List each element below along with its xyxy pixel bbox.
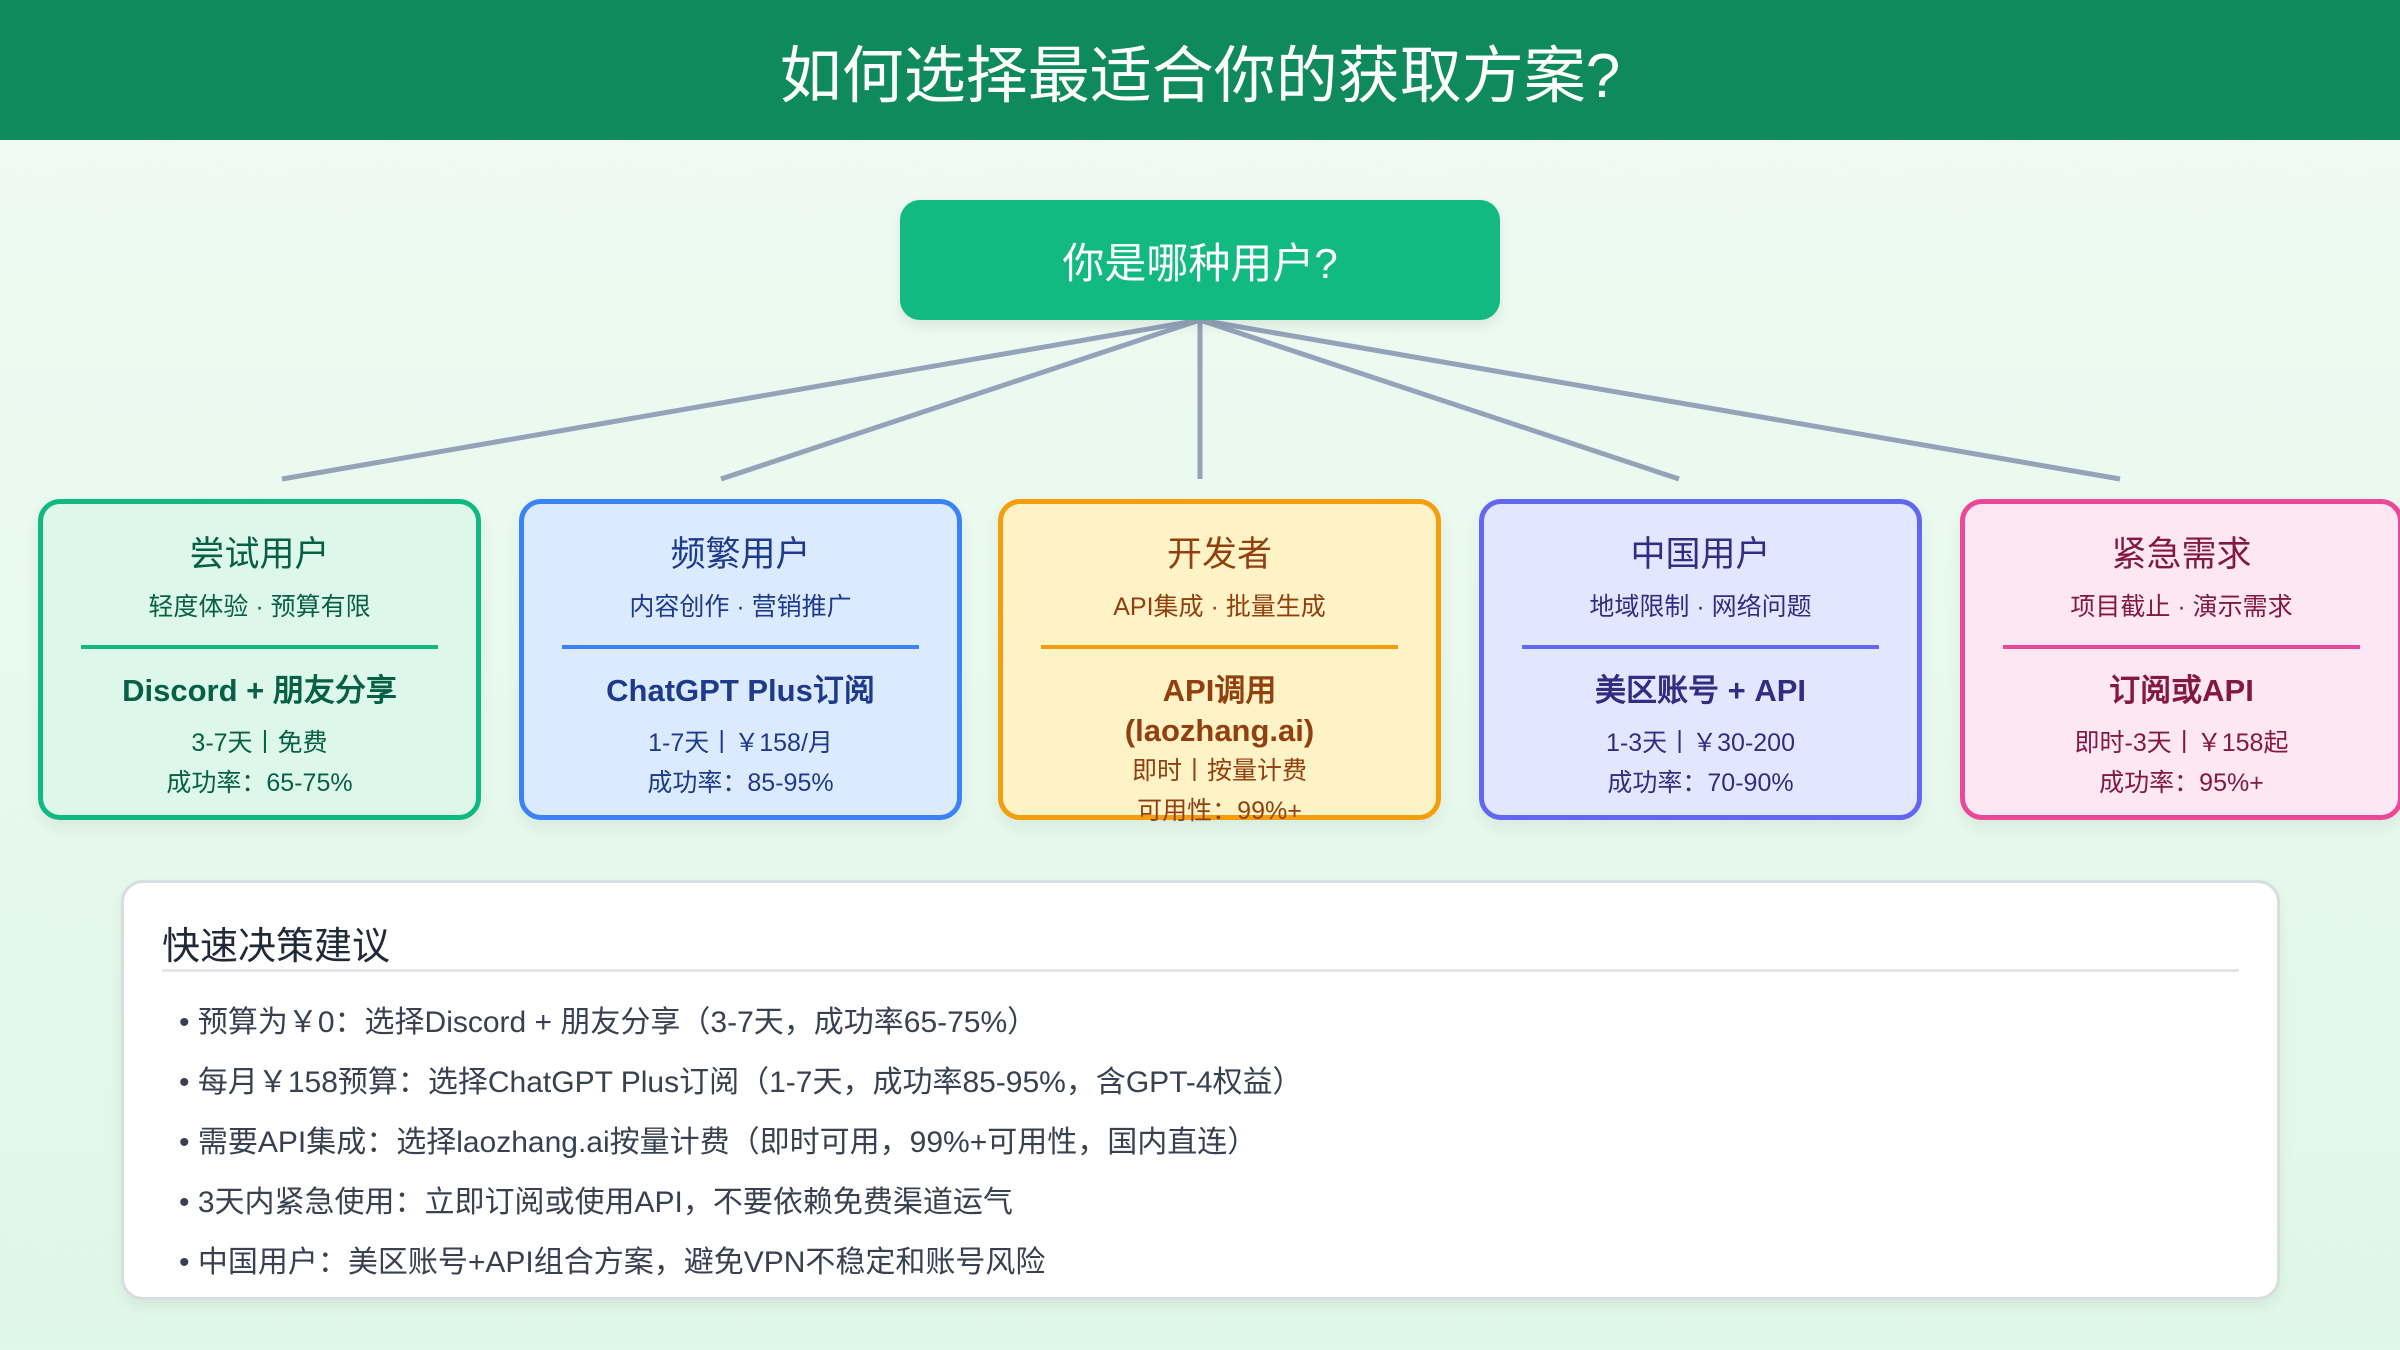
- card-divider: [1041, 645, 1398, 649]
- card-title: 紧急需求: [2111, 535, 2252, 574]
- card-time-cost: 3-7天丨免费: [191, 729, 328, 757]
- card-method: 订阅或API: [2109, 673, 2254, 708]
- suggestion-list: 预算为￥0：选择Discord + 朋友分享（3-7天，成功率65-75%） 每…: [179, 1001, 1303, 1301]
- user-type-card: 尝试用户 轻度体验 · 预算有限 Discord + 朋友分享 3-7天丨免费 …: [38, 499, 481, 820]
- card-time-cost: 1-3天丨￥30-200: [1606, 729, 1795, 757]
- card-success-rate: 可用性：99%+: [1137, 797, 1302, 825]
- user-type-card: 频繁用户 内容创作 · 营销推广 ChatGPT Plus订阅 1-7天丨￥15…: [519, 499, 962, 820]
- panel-title: 快速决策建议: [162, 926, 391, 968]
- card-divider: [1522, 645, 1879, 649]
- connector-line: [281, 317, 1201, 482]
- list-item: 3天内紧急使用：立即订阅或使用API，不要依赖免费渠道运气: [179, 1181, 1303, 1241]
- list-item: 预算为￥0：选择Discord + 朋友分享（3-7天，成功率65-75%）: [179, 1001, 1303, 1061]
- card-method-detail: (laozhang.ai): [1124, 713, 1315, 748]
- card-title: 中国用户: [1630, 535, 1771, 574]
- card-success-rate: 成功率：70-90%: [1607, 769, 1794, 797]
- card-title: 开发者: [1166, 535, 1272, 574]
- card-time-cost: 即时丨按量计费: [1131, 757, 1307, 785]
- quick-decision-panel: 快速决策建议 预算为￥0：选择Discord + 朋友分享（3-7天，成功率65…: [121, 880, 2280, 1300]
- user-type-card: 开发者 API集成 · 批量生成 API调用 (laozhang.ai) 即时丨…: [998, 499, 1441, 825]
- root-question-node: 你是哪种用户?: [900, 200, 1500, 320]
- card-divider: [81, 645, 438, 649]
- card-subtitle: 项目截止 · 演示需求: [2070, 593, 2293, 621]
- card-success-rate: 成功率：65-75%: [166, 769, 353, 797]
- card-subtitle: 地域限制 · 网络问题: [1589, 593, 1812, 621]
- card-method: Discord + 朋友分享: [122, 673, 397, 708]
- user-type-card: 紧急需求 项目截止 · 演示需求 订阅或API 即时-3天丨￥158起 成功率：…: [1960, 499, 2400, 820]
- list-item: 需要API集成：选择laozhang.ai按量计费（即时可用，99%+可用性，国…: [179, 1121, 1303, 1181]
- connector-line: [1199, 317, 1680, 482]
- card-divider: [562, 645, 919, 649]
- connector-line: [720, 317, 1201, 482]
- card-subtitle: API集成 · 批量生成: [1113, 593, 1326, 621]
- divider: [162, 969, 2239, 972]
- card-title: 尝试用户: [189, 535, 330, 574]
- card-subtitle: 内容创作 · 营销推广: [629, 593, 852, 621]
- card-method: 美区账号 + API: [1594, 673, 1806, 708]
- card-divider: [2003, 645, 2360, 649]
- connector-line: [1199, 317, 2121, 482]
- page-title: 如何选择最适合你的获取方案?: [0, 0, 2400, 140]
- list-item: 中国用户：美区账号+API组合方案，避免VPN不稳定和账号风险: [179, 1241, 1303, 1301]
- card-title: 频繁用户: [670, 535, 811, 574]
- card-success-rate: 成功率：85-95%: [647, 769, 834, 797]
- card-subtitle: 轻度体验 · 预算有限: [148, 593, 371, 621]
- card-time-cost: 1-7天丨￥158/月: [648, 729, 833, 757]
- card-method: ChatGPT Plus订阅: [606, 673, 875, 708]
- card-method: API调用: [1162, 673, 1277, 708]
- card-success-rate: 成功率：95%+: [2099, 769, 2264, 797]
- user-type-card: 中国用户 地域限制 · 网络问题 美区账号 + API 1-3天丨￥30-200…: [1479, 499, 1922, 820]
- card-time-cost: 即时-3天丨￥158起: [2074, 729, 2289, 757]
- list-item: 每月￥158预算：选择ChatGPT Plus订阅（1-7天，成功率85-95%…: [179, 1061, 1303, 1121]
